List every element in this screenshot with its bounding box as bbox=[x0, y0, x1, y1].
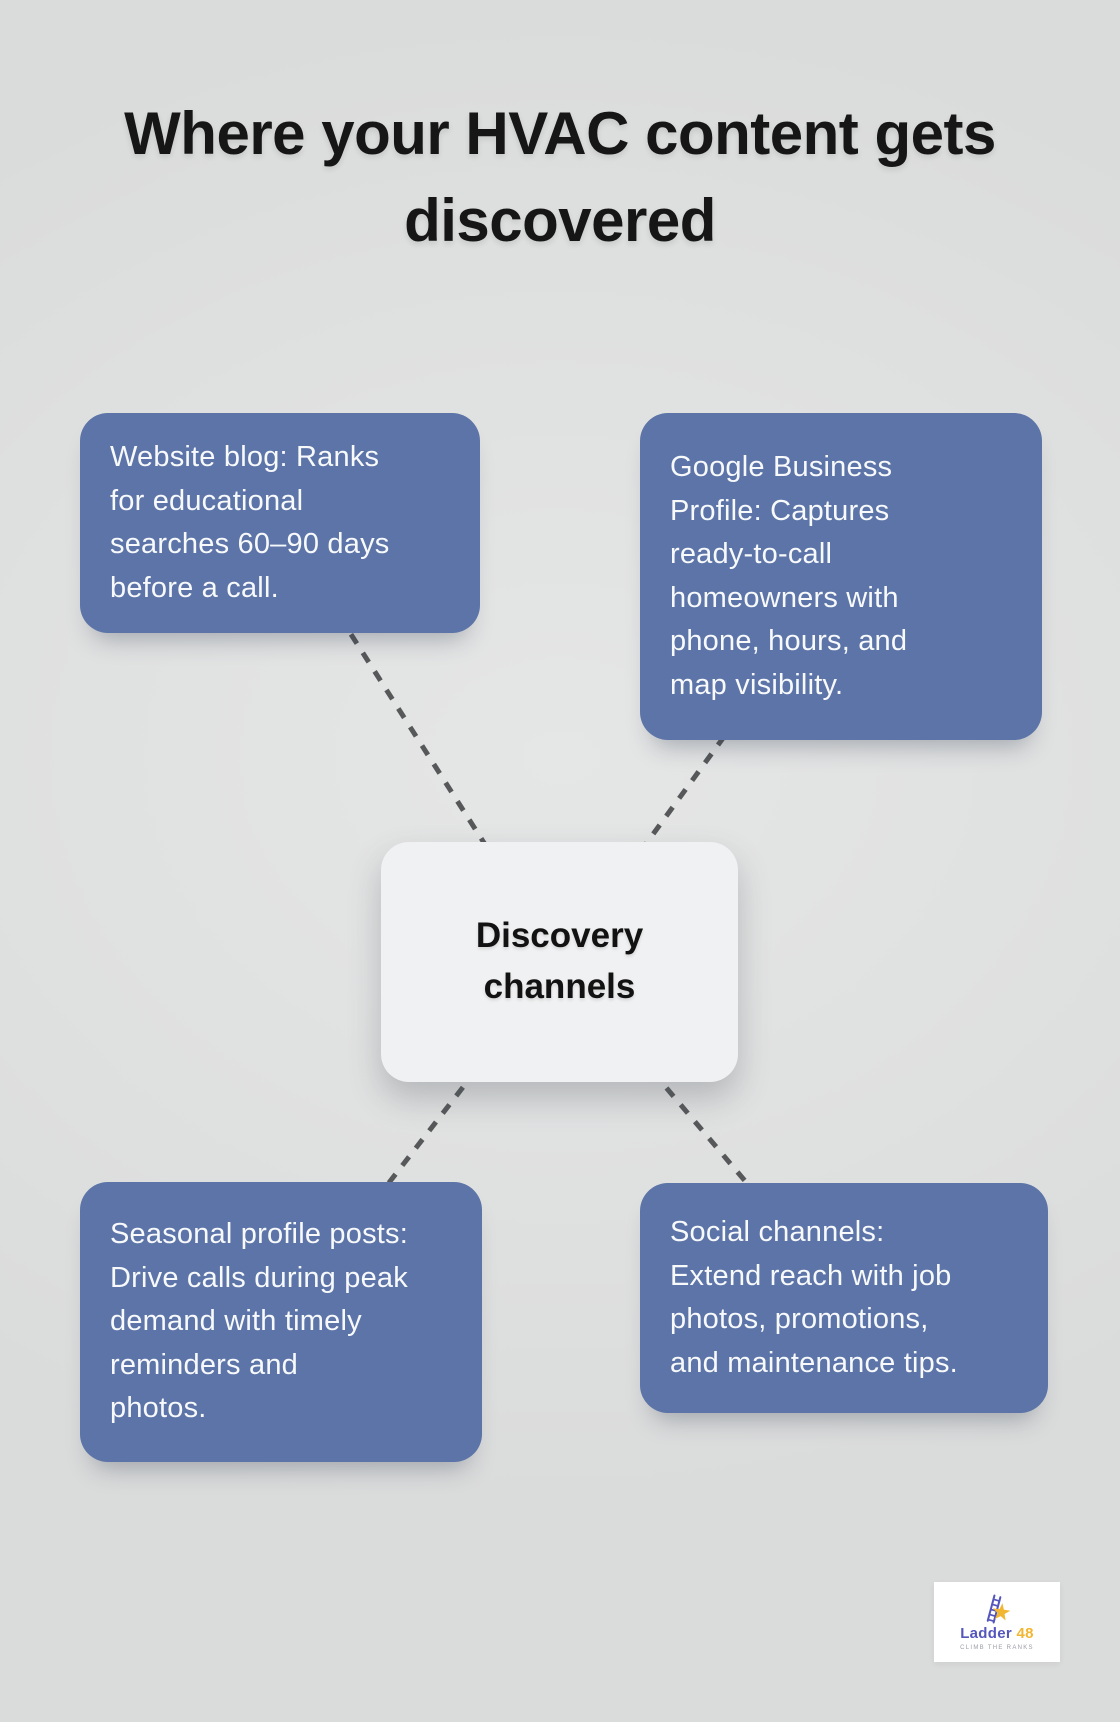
node-social-channels: Social channels: Extend reach with job p… bbox=[640, 1183, 1048, 1413]
node-seasonal-profile-posts: Seasonal profile posts: Drive calls duri… bbox=[80, 1182, 482, 1462]
logo-wordmark: Ladder 48 bbox=[960, 1624, 1034, 1643]
star-icon bbox=[992, 1602, 1011, 1621]
node-google-business-profile: Google Business Profile: Captures ready-… bbox=[640, 413, 1042, 740]
page-title: Where your HVAC content gets discovered bbox=[124, 100, 996, 254]
node-social-channels-text: Social channels: Extend reach with job p… bbox=[670, 1216, 958, 1379]
logo-number-text: 48 bbox=[1016, 1624, 1034, 1642]
node-website-blog: Website blog: Ranks for educational sear… bbox=[80, 413, 480, 633]
logo-card: Ladder 48 CLIMB THE RANKS bbox=[934, 1582, 1060, 1662]
center-node-discovery-channels: Discovery channels bbox=[381, 842, 738, 1082]
ladder-star-icon bbox=[986, 1594, 1011, 1624]
node-website-blog-text: Website blog: Ranks for educational sear… bbox=[110, 441, 390, 604]
node-google-business-profile-text: Google Business Profile: Captures ready-… bbox=[670, 451, 908, 701]
center-node-label: Discovery channels bbox=[475, 916, 644, 1006]
node-seasonal-profile-posts-text: Seasonal profile posts: Drive calls duri… bbox=[110, 1218, 408, 1425]
logo-brand-text: Ladder bbox=[960, 1624, 1013, 1642]
logo-tagline: CLIMB THE RANKS bbox=[960, 1645, 1034, 1652]
